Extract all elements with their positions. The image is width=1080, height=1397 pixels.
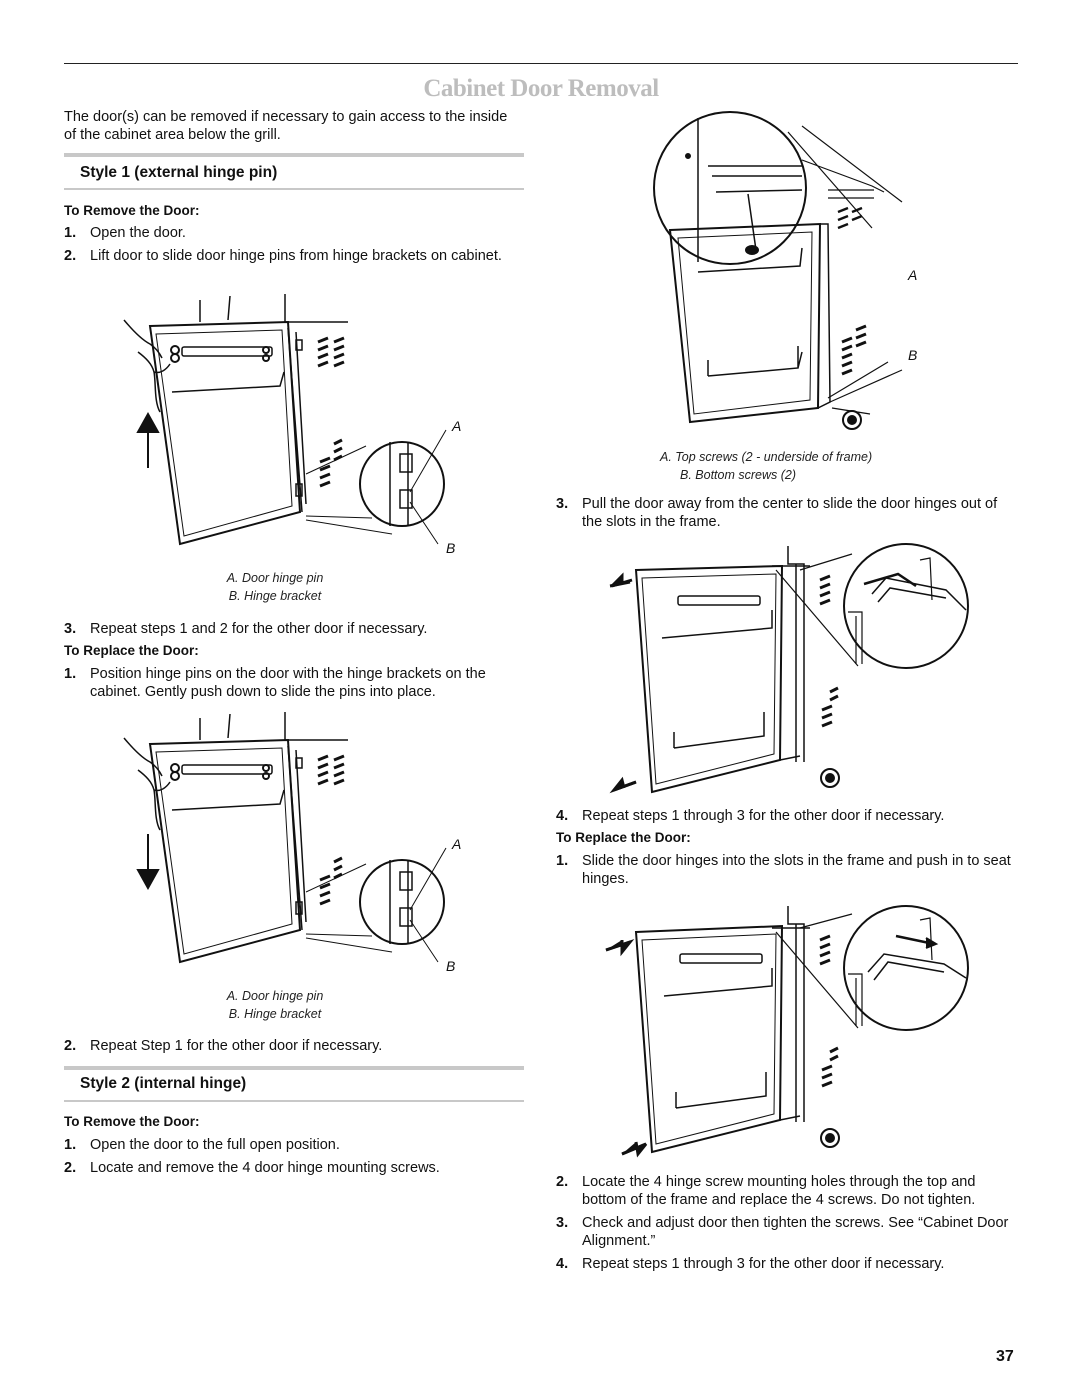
subheading-replace-door: To Replace the Door: [64, 643, 199, 658]
step-number: 1. [556, 853, 569, 869]
section-bar [64, 153, 524, 157]
step-number: 3. [556, 496, 569, 512]
step-text: Repeat steps 1 through 3 for the other d… [582, 1256, 945, 1272]
step-number: 1. [64, 1137, 77, 1153]
figure-slide-hinges [605, 905, 969, 1158]
figure-label-b: B [908, 347, 918, 363]
step-number: 2. [556, 1174, 569, 1190]
step: 3. Repeat steps 1 and 2 for the other do… [64, 620, 514, 638]
figure-caption-b: B. Hinge bracket [228, 1007, 322, 1021]
section-underline [64, 1100, 524, 1102]
section-heading-style1: Style 1 (external hinge pin) [80, 164, 278, 181]
step-text: Open the door. [90, 225, 186, 241]
figure-caption-b: B. Bottom screws (2) [680, 468, 796, 482]
step: 1. Open the door to the full open positi… [64, 1136, 514, 1154]
step: 3. Pull the door away from the center to… [556, 495, 1016, 531]
arrow-up-icon [136, 411, 160, 468]
step-number: 3. [556, 1215, 569, 1231]
figure-label-b: B [446, 540, 456, 556]
figure-hinge-screws [653, 111, 903, 430]
section-bar [64, 1066, 524, 1070]
step-text: Repeat Step 1 for the other door if nece… [90, 1038, 383, 1054]
step: 2. Locate the 4 hinge screw mounting hol… [556, 1173, 1016, 1209]
step: 1. Open the door. [64, 224, 514, 242]
step-number: 2. [64, 1038, 77, 1054]
figure-pull-door [609, 543, 969, 794]
step: 1. Slide the door hinges into the slots … [556, 852, 1016, 888]
step-text: Lift door to slide door hinge pins from … [90, 248, 502, 264]
step-number: 2. [64, 1160, 77, 1176]
step-text: Position hinge pins on the door with the… [90, 666, 486, 700]
step-text: Locate the 4 hinge screw mounting holes … [582, 1174, 976, 1208]
step-number: 4. [556, 1256, 569, 1272]
figure-caption-b: B. Hinge bracket [228, 589, 322, 603]
arrow-down-icon [136, 834, 160, 891]
step-text: Slide the door hinges into the slots in … [582, 853, 1011, 887]
subheading-replace-door: To Replace the Door: [556, 830, 691, 845]
step-number: 1. [64, 225, 77, 241]
figure-label-b: B [446, 958, 456, 974]
step-number: 1. [64, 666, 77, 682]
step: 4. Repeat steps 1 through 3 for the othe… [556, 1255, 1016, 1273]
step: 1. Position hinge pins on the door with … [64, 665, 514, 701]
section-heading-style2: Style 2 (internal hinge) [80, 1075, 247, 1092]
figure-label-a: A [452, 836, 462, 852]
step-text: Repeat steps 1 and 2 for the other door … [90, 621, 428, 637]
intro-paragraph: The door(s) can be removed if necessary … [64, 109, 508, 143]
top-rule [64, 63, 1018, 64]
step: 4. Repeat steps 1 through 3 for the othe… [556, 807, 1016, 825]
step: 2. Locate and remove the 4 door hinge mo… [64, 1159, 514, 1177]
figure-caption-a: A. Door hinge pin [226, 571, 324, 585]
step-text: Locate and remove the 4 door hinge mount… [90, 1160, 440, 1176]
figure-caption-a: A. Door hinge pin [226, 989, 324, 1003]
page-title: Cabinet Door Removal [423, 75, 659, 102]
section-underline [64, 188, 524, 190]
figure-label-a: A [908, 267, 918, 283]
figure-caption-a: A. Top screws (2 - underside of frame) [660, 450, 873, 464]
step: 2. Lift door to slide door hinge pins fr… [64, 247, 514, 283]
step-number: 2. [64, 248, 77, 264]
step: 2. Repeat Step 1 for the other door if n… [64, 1037, 514, 1055]
step-text: Open the door to the full open position. [90, 1137, 340, 1153]
step: 3. Check and adjust door then tighten th… [556, 1214, 1016, 1250]
step-text: Pull the door away from the center to sl… [582, 496, 998, 530]
subheading-remove-door: To Remove the Door: [64, 203, 200, 218]
step-number: 4. [556, 808, 569, 824]
step-text: Repeat steps 1 through 3 for the other d… [582, 808, 945, 824]
figure-hinge-pin-replace [123, 712, 447, 964]
step-text: Check and adjust door then tighten the s… [582, 1215, 1009, 1249]
figure-hinge-pin-remove [123, 294, 447, 546]
step-number: 3. [64, 621, 77, 637]
subheading-remove-door: To Remove the Door: [64, 1114, 200, 1129]
figure-label-a: A [452, 418, 462, 434]
page-number: 37 [996, 1348, 1014, 1365]
